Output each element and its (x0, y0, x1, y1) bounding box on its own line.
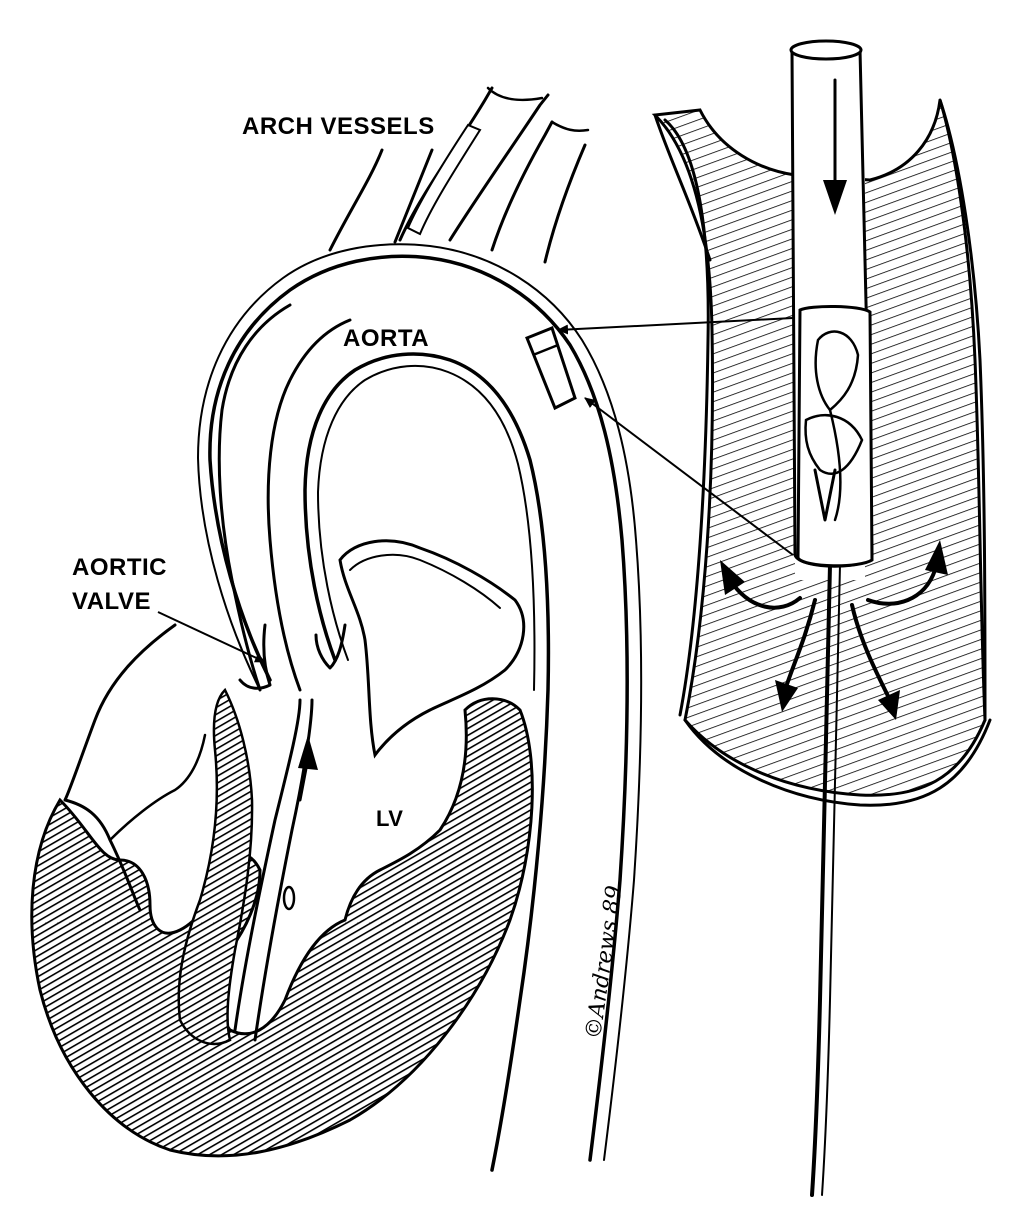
label-lv: LV (376, 806, 403, 831)
left-atrium (63, 623, 207, 912)
aortic-valve-leaflets (238, 623, 347, 690)
arch-vessels (328, 86, 590, 264)
vessel-cutaway (651, 39, 992, 1197)
left-ventricle-myocardium (30, 687, 534, 1158)
mitral-valve-leaflet (338, 539, 526, 759)
detail-pointer-arrows (157, 317, 794, 802)
label-aorta: AORTA (343, 325, 429, 352)
aorta (197, 243, 643, 1172)
label-arch-vessels: ARCH VESSELS (242, 113, 435, 140)
label-aortic-valve-line1: AORTIC (72, 554, 167, 581)
label-aortic-valve-line2: VALVE (72, 588, 151, 615)
catheter-in-aorta (233, 326, 577, 1042)
